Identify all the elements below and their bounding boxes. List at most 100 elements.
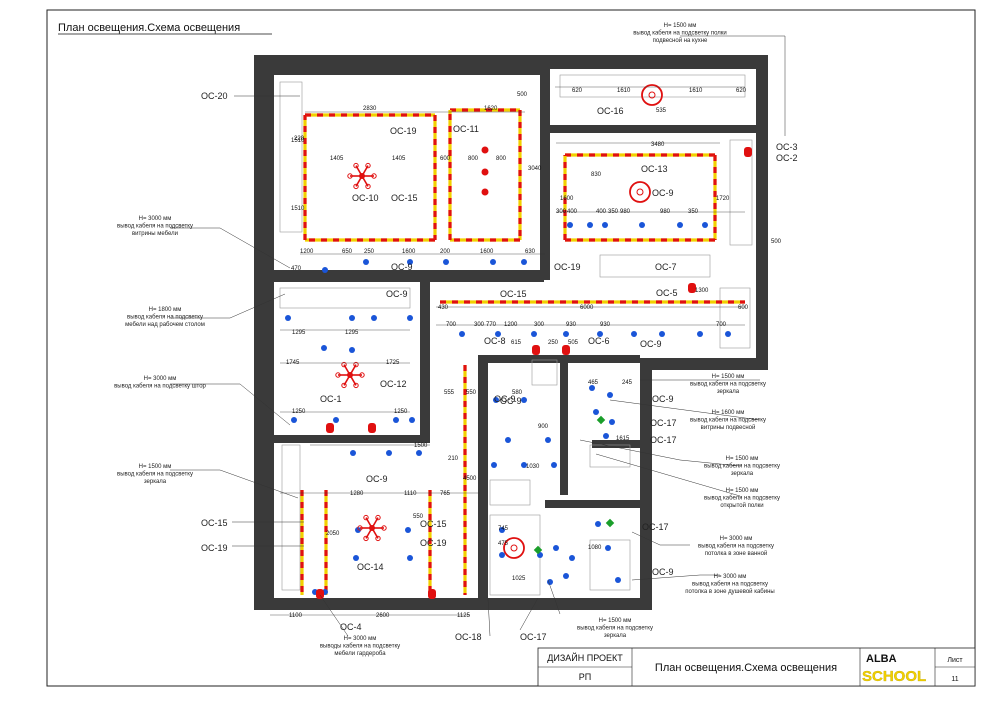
spot-light-17: [631, 331, 637, 337]
spot-light-16: [597, 331, 603, 337]
note-line: витрины подвесной: [701, 424, 756, 431]
dimension-5: 1405: [392, 156, 406, 162]
spot-light-4: [490, 259, 496, 265]
wall-top-left: [254, 55, 550, 75]
spot-light-54: [569, 555, 575, 561]
dimension-55: 1725: [386, 360, 400, 366]
spot-light-61: [547, 579, 553, 585]
dimension-9: 1510: [291, 206, 305, 212]
dimension-74: 1125: [457, 613, 471, 619]
spot-light-28: [333, 417, 339, 423]
spot-light-42: [491, 462, 497, 468]
label-oc4: ОС-4: [340, 622, 362, 632]
dimension-31: 1720: [716, 196, 730, 202]
spot-light-48: [609, 419, 615, 425]
dimension-47: 700: [716, 322, 727, 328]
dimension-39: 430: [438, 305, 449, 311]
note-line: открытой полки: [720, 502, 763, 509]
note-line: вывод кабеля на подсветку: [117, 224, 193, 230]
note-line: зеркала: [717, 389, 740, 395]
dimension-58: 1500: [414, 443, 428, 449]
dimension-3: 600: [440, 156, 451, 162]
label-oc17_b: ОС-17: [650, 435, 677, 445]
sensor-1: [605, 518, 615, 528]
dimension-0: 2830: [363, 106, 377, 112]
cable-output-3: [744, 147, 752, 157]
chandelier-study: [335, 361, 365, 389]
dimension-23: 535: [656, 108, 667, 114]
dimension-14: 250: [364, 249, 375, 255]
label-oc9_c: ОС-9: [386, 289, 408, 299]
spot-light-15: [563, 331, 569, 337]
wall-int-3: [545, 125, 756, 133]
label-oc2: ОС-2: [776, 153, 798, 163]
note-line: вывод кабеля на подсветку: [690, 418, 766, 424]
dimension-73: 2600: [376, 613, 390, 619]
note-line: вывод кабеля на подсветку: [704, 464, 780, 470]
label-oc15_a: ОС-15: [391, 193, 418, 203]
dimension-80: 1030: [526, 464, 540, 470]
note-line: Н= 1500 мм: [726, 488, 759, 494]
furniture: [279, 74, 753, 596]
chandelier-bedroom: [357, 514, 387, 542]
dimension-33: 400: [567, 209, 578, 215]
stamp-logo-line2: SCHOOL: [862, 668, 926, 685]
spot-light-58: [615, 577, 621, 583]
cable-output-1: [368, 423, 376, 433]
sensor-0: [596, 415, 606, 425]
note-line: вывод кабеля на подсветку: [704, 496, 780, 502]
wall-int-2: [540, 70, 550, 280]
dimension-72: 1100: [289, 613, 303, 619]
spot-light-49: [603, 433, 609, 439]
label-oc16: ОС-16: [597, 106, 624, 116]
spot-light-53: [553, 545, 559, 551]
label-oc14: ОС-14: [357, 562, 384, 572]
note-line: зеркала: [731, 471, 754, 477]
ring-light-kitchen-shelf: [641, 84, 663, 106]
spot-light-0: [322, 267, 328, 273]
spot-light-3: [443, 259, 449, 265]
dimension-16: 200: [440, 249, 451, 255]
note-line: потолка в зоне душевой кабины: [685, 588, 774, 595]
spot-light-51: [499, 552, 505, 558]
spot-light-30: [409, 417, 415, 423]
spot-light-35: [405, 527, 411, 533]
wall-bottom: [254, 598, 652, 610]
label-oc19_a: ОС-19: [390, 126, 417, 136]
dimension-35: 500: [771, 239, 782, 245]
dimension-38: 6000: [580, 305, 594, 311]
wall-int-7: [478, 355, 640, 363]
dimension-57: 1250: [394, 409, 408, 415]
stamp-stage: РП: [579, 672, 591, 682]
label-oc7: ОС-7: [655, 262, 677, 272]
spot-light-50: [499, 527, 505, 533]
wall-right-upper: [756, 55, 768, 365]
sensor-2: [533, 545, 543, 555]
label-oc9_h: ОС-9: [652, 567, 674, 577]
dimension-25: 830: [591, 172, 602, 178]
spot-light-34: [355, 527, 361, 533]
dimension-78: 900: [538, 424, 549, 430]
label-oc9_g: ОС-9: [652, 394, 674, 404]
spot-light-11: [587, 222, 593, 228]
stamp-sheet-label: Лист: [947, 657, 963, 664]
dimension-18: 630: [525, 249, 536, 255]
wall-top-right: [550, 55, 768, 69]
dimension-76: 1025: [512, 576, 526, 582]
dimension-7: 800: [496, 156, 507, 162]
spot-light-7: [639, 222, 645, 228]
note-line: Н= 3000 мм: [720, 536, 753, 542]
note-line: Н= 3000 мм: [714, 574, 747, 580]
dimension-60: 245: [622, 380, 633, 386]
note-line: Н= 3000 мм: [144, 376, 177, 382]
cable-output-4: [532, 345, 540, 355]
dimension-50: 505: [568, 340, 579, 346]
pendant-2: [481, 188, 489, 196]
dimension-34: 400: [596, 209, 607, 215]
dimension-26: 1600: [560, 196, 574, 202]
